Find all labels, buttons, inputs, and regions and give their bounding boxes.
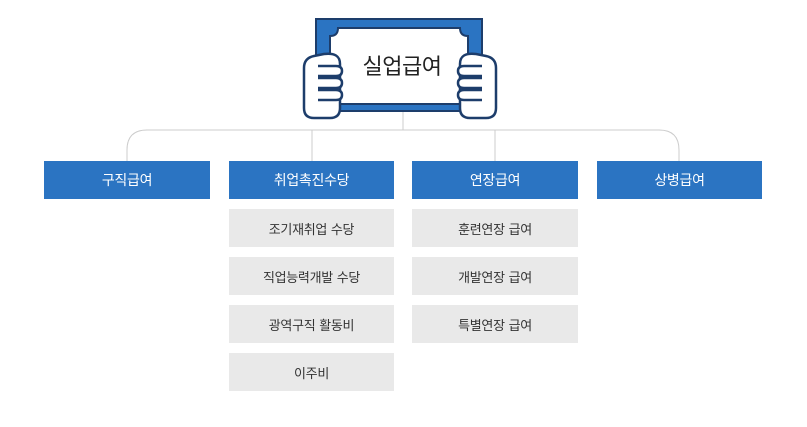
sub-item: 광역구직 활동비 [229, 305, 394, 343]
category-extended: 연장급여 [412, 161, 578, 199]
diagram-title: 실업급여 [362, 55, 442, 80]
sub-item: 훈련연장 급여 [412, 209, 578, 247]
right-hand-icon [456, 52, 498, 120]
sub-item: 직업능력개발 수당 [229, 257, 394, 295]
category-employment-promotion: 취업촉진수당 [229, 161, 394, 199]
left-hand-icon [302, 52, 344, 120]
sub-item: 개발연장 급여 [412, 257, 578, 295]
sign-hands-illustration [302, 18, 498, 120]
sub-item: 조기재취업 수당 [229, 209, 394, 247]
category-sickness: 상병급여 [597, 161, 762, 199]
category-job-seeking: 구직급여 [44, 161, 210, 199]
sub-item: 이주비 [229, 353, 394, 391]
sub-item: 특별연장 급여 [412, 305, 578, 343]
